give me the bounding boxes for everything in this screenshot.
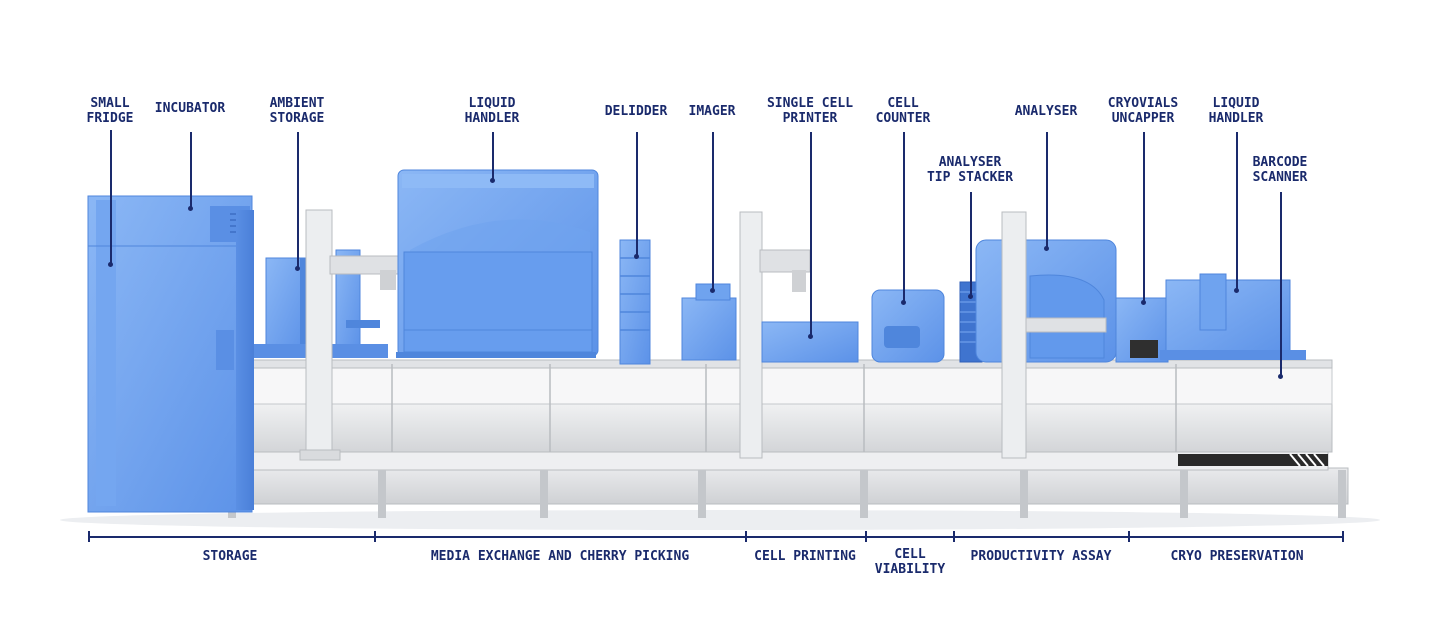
section-cell-printing-line-1: CELL PRINTING bbox=[754, 549, 856, 564]
gantry-arm-2 bbox=[739, 211, 811, 459]
section-tick-start bbox=[88, 531, 90, 542]
leader-dot-analyser-tip-stacker bbox=[968, 294, 973, 299]
label-liquid-handler-2-line-2: HANDLER bbox=[1208, 111, 1264, 126]
leader-dot-liquid-handler-1 bbox=[490, 178, 495, 183]
cell-counter-unit bbox=[871, 289, 945, 363]
leader-cryovials-uncapper bbox=[1143, 132, 1145, 302]
label-analyser-tip-stacker: ANALYSER TIP STACKER bbox=[915, 155, 1025, 185]
section-tick-storage-end bbox=[374, 531, 376, 542]
section-productivity-assay: PRODUCTIVITY ASSAY bbox=[955, 549, 1127, 564]
label-cell-counter-line-2: COUNTER bbox=[875, 111, 931, 126]
label-analyser-line-1: ANALYSER bbox=[1014, 104, 1078, 119]
label-incubator-line-1: INCUBATOR bbox=[154, 101, 226, 116]
section-storage-line-1: STORAGE bbox=[202, 549, 258, 564]
label-liquid-handler-2: LIQUID HANDLER bbox=[1196, 96, 1276, 126]
leader-dot-single-cell-printer bbox=[808, 334, 813, 339]
leader-barcode-scanner bbox=[1280, 192, 1282, 376]
gantry-arm-3 bbox=[1001, 211, 1107, 459]
liquid-handler-2-unit bbox=[1160, 273, 1306, 360]
label-small-fridge-line-1: SMALL bbox=[90, 96, 130, 111]
label-imager-line-1: IMAGER bbox=[688, 104, 736, 119]
leader-dot-small-fridge bbox=[108, 262, 113, 267]
leader-analyser-tip-stacker bbox=[970, 192, 972, 296]
section-tick-assay-end bbox=[1128, 531, 1130, 542]
section-tick-end bbox=[1342, 531, 1344, 542]
analyser-unit bbox=[975, 239, 1117, 363]
section-cell-printing: CELL PRINTING bbox=[745, 549, 865, 564]
label-barcode-scanner: BARCODE SCANNER bbox=[1240, 155, 1320, 185]
section-cell-viability-line-2: VIABILITY bbox=[874, 562, 946, 577]
label-single-cell-printer-line-2: PRINTER bbox=[782, 111, 838, 126]
section-tick-viability-end bbox=[953, 531, 955, 542]
label-liquid-handler-1-line-2: HANDLER bbox=[464, 111, 520, 126]
label-barcode-scanner-line-2: SCANNER bbox=[1252, 170, 1308, 185]
leader-dot-liquid-handler-2 bbox=[1234, 288, 1239, 293]
label-single-cell-printer: SINGLE CELL PRINTER bbox=[755, 96, 865, 126]
label-barcode-scanner-line-1: BARCODE bbox=[1252, 155, 1308, 170]
section-cryo-preservation: CRYO PRESERVATION bbox=[1140, 549, 1334, 564]
small-fridge-incubator-tower bbox=[87, 195, 254, 513]
label-ambient-storage-line-2: STORAGE bbox=[269, 111, 325, 126]
leader-liquid-handler-1 bbox=[492, 132, 494, 180]
section-cryo-preservation-line-1: CRYO PRESERVATION bbox=[1170, 549, 1304, 564]
leader-ambient-storage bbox=[297, 132, 299, 268]
leader-incubator bbox=[190, 132, 192, 208]
leader-dot-imager bbox=[710, 288, 715, 293]
section-storage: STORAGE bbox=[150, 549, 310, 564]
label-analyser-tip-stacker-line-1: ANALYSER bbox=[938, 155, 1002, 170]
leader-dot-analyser bbox=[1044, 246, 1049, 251]
label-analyser: ANALYSER bbox=[1001, 104, 1091, 119]
label-delidder: DELIDDER bbox=[596, 104, 676, 119]
label-ambient-storage: AMBIENT STORAGE bbox=[257, 96, 337, 126]
section-media-exchange: MEDIA EXCHANGE AND CHERRY PICKING bbox=[400, 549, 720, 564]
leader-liquid-handler-2 bbox=[1236, 132, 1238, 290]
label-delidder-line-1: DELIDDER bbox=[604, 104, 668, 119]
label-cell-counter-line-1: CELL bbox=[887, 96, 919, 111]
label-small-fridge: SMALL FRIDGE bbox=[70, 96, 150, 126]
label-liquid-handler-1-line-1: LIQUID bbox=[468, 96, 516, 111]
section-productivity-assay-line-1: PRODUCTIVITY ASSAY bbox=[970, 549, 1112, 564]
leader-delidder bbox=[636, 132, 638, 256]
label-incubator: INCUBATOR bbox=[140, 101, 240, 116]
label-liquid-handler-2-line-1: LIQUID bbox=[1212, 96, 1260, 111]
leader-small-fridge bbox=[110, 130, 112, 264]
leader-dot-cryovials-uncapper bbox=[1141, 300, 1146, 305]
leader-dot-delidder bbox=[634, 254, 639, 259]
section-cell-viability: CELL VIABILITY bbox=[866, 547, 954, 577]
label-small-fridge-line-2: FRIDGE bbox=[86, 111, 134, 126]
bench-lower-frame bbox=[227, 451, 1349, 518]
gantry-arm-1 bbox=[299, 209, 401, 461]
label-cryovials-uncapper-line-2: UNCAPPER bbox=[1111, 111, 1175, 126]
leader-analyser bbox=[1046, 132, 1048, 248]
leader-imager bbox=[712, 132, 714, 290]
bench-cabinet bbox=[235, 359, 1333, 453]
leader-dot-cell-counter bbox=[901, 300, 906, 305]
label-single-cell-printer-line-1: SINGLE CELL bbox=[766, 96, 854, 111]
leader-dot-ambient-storage bbox=[295, 266, 300, 271]
label-ambient-storage-line-1: AMBIENT bbox=[269, 96, 325, 111]
section-cell-viability-line-1: CELL bbox=[894, 547, 926, 562]
label-imager: IMAGER bbox=[672, 104, 752, 119]
section-tick-media-end bbox=[745, 531, 747, 542]
leader-cell-counter bbox=[903, 132, 905, 302]
label-liquid-handler-1: LIQUID HANDLER bbox=[452, 96, 532, 126]
delidder-unit bbox=[619, 239, 651, 365]
label-cryovials-uncapper-line-1: CRYOVIALS bbox=[1107, 96, 1179, 111]
imager-unit bbox=[681, 283, 737, 361]
section-media-exchange-line-1: MEDIA EXCHANGE AND CHERRY PICKING bbox=[430, 549, 690, 564]
leader-single-cell-printer bbox=[810, 132, 812, 336]
floor-shadow bbox=[60, 510, 1380, 530]
liquid-handler-1-unit bbox=[396, 169, 599, 358]
label-cryovials-uncapper: CRYOVIALS UNCAPPER bbox=[1098, 96, 1188, 126]
section-rule bbox=[88, 536, 1344, 538]
label-analyser-tip-stacker-line-2: TIP STACKER bbox=[926, 170, 1014, 185]
leader-dot-barcode-scanner bbox=[1278, 374, 1283, 379]
label-cell-counter: CELL COUNTER bbox=[863, 96, 943, 126]
section-tick-printing-end bbox=[865, 531, 867, 542]
leader-dot-incubator bbox=[188, 206, 193, 211]
